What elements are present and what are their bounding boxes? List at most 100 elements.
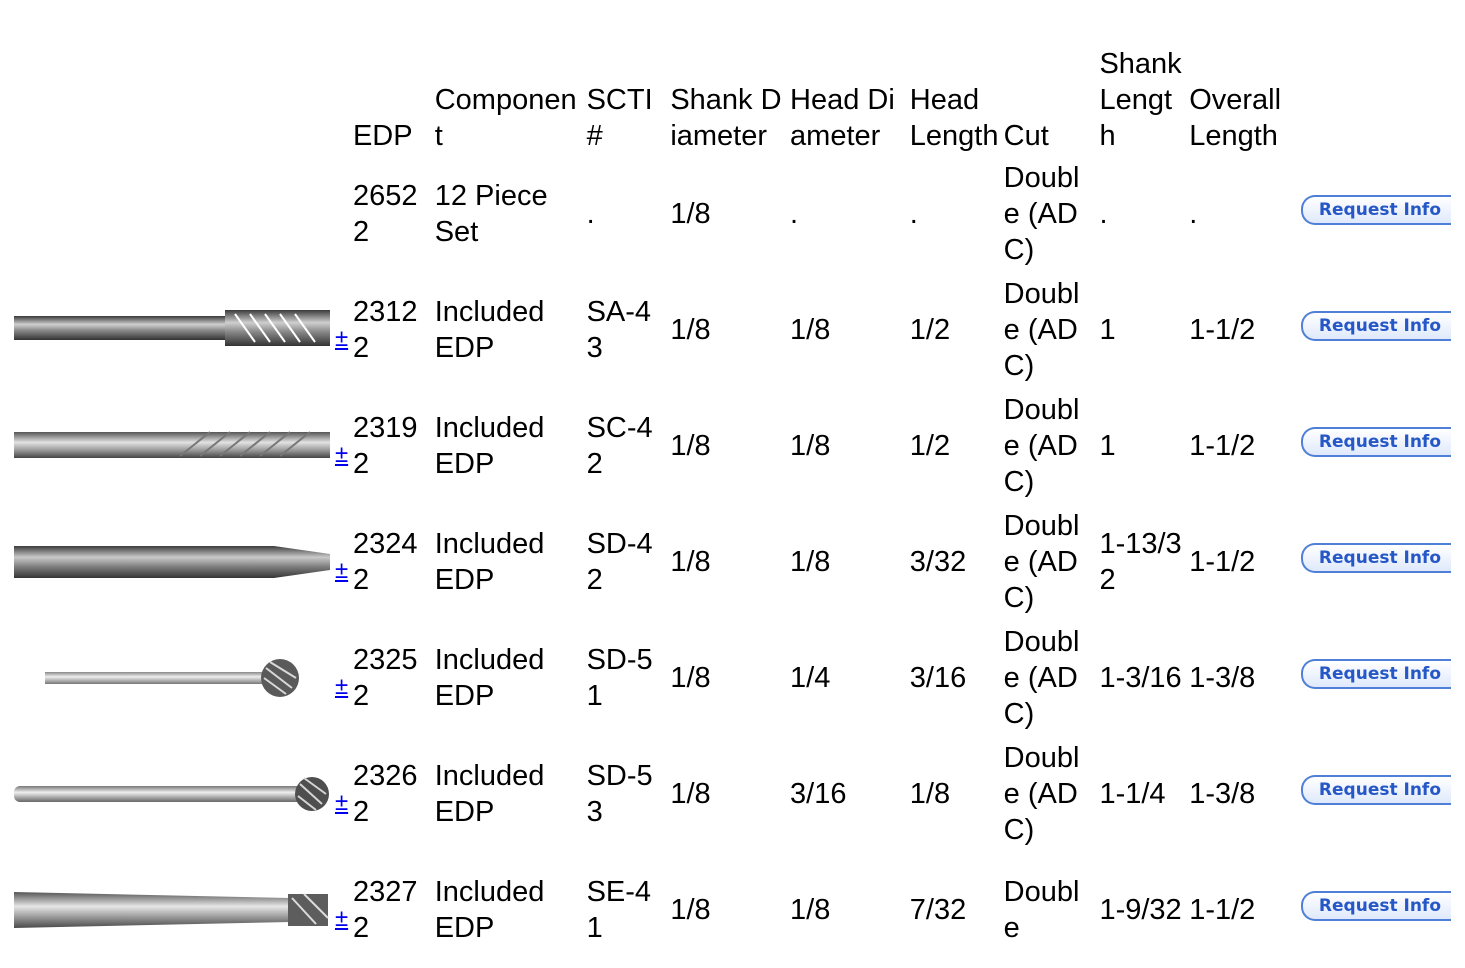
expand-toggle[interactable]: ± — [334, 441, 349, 468]
expand-toggle[interactable]: ± — [334, 325, 349, 352]
head-diameter-cell: 1/8 — [790, 546, 831, 578]
component-cell: Included EDP — [434, 876, 545, 944]
header-head-length: Head Length — [909, 84, 999, 152]
shank-length-cell: 1-13/32 — [1099, 528, 1182, 596]
expand-toggle[interactable]: ± — [334, 557, 349, 584]
edp-cell: 23242 — [352, 528, 418, 596]
table-row: ± 23272 Included EDP SE-41 1/8 1/8 7/32 … — [0, 852, 1465, 968]
component-cell: Included EDP — [434, 296, 545, 364]
table-row: ± 23192 Included EDP SC-42 1/8 1/8 1/2 D… — [0, 388, 1465, 504]
row-image-cell — [0, 388, 335, 504]
shank-length-cell: 1-9/32 — [1099, 894, 1182, 926]
overall-length-cell: 1-3/8 — [1189, 778, 1256, 810]
cut-cell: Double (ADC) — [1003, 626, 1080, 730]
cut-cell: Double (ADC) — [1003, 394, 1080, 498]
row-image-cell — [0, 156, 335, 272]
scti-cell: SD-51 — [586, 644, 653, 712]
edp-cell: 23122 — [352, 296, 418, 364]
head-diameter-cell: 3/16 — [790, 778, 847, 810]
scti-cell: SC-42 — [586, 412, 653, 480]
head-diameter-cell: 1/8 — [790, 894, 831, 926]
head-length-cell: 1/2 — [909, 430, 951, 462]
header-edp: EDP — [352, 120, 413, 152]
burr-sd51-image — [45, 659, 299, 697]
scti-cell: SA-43 — [586, 296, 652, 364]
shank-diameter-cell: 1/8 — [670, 430, 711, 462]
shank-length-cell: 1-1/4 — [1099, 778, 1166, 810]
row-image-cell — [0, 736, 335, 852]
shank-length-cell: . — [1099, 198, 1108, 230]
shank-diameter-cell: 1/8 — [670, 662, 711, 694]
head-diameter-cell: 1/8 — [790, 314, 831, 346]
overall-length-cell: . — [1189, 198, 1198, 230]
request-info-button[interactable]: Request Info — [1300, 890, 1451, 921]
component-cell: 12 Piece Set — [434, 180, 548, 248]
header-scti: SCTI # — [586, 84, 653, 152]
request-info-button[interactable]: Request Info — [1300, 658, 1451, 689]
cut-cell: Double (ADC) — [1003, 510, 1080, 614]
shank-diameter-cell: 1/8 — [670, 314, 711, 346]
component-cell: Included EDP — [434, 644, 545, 712]
burr-sd42-image — [14, 546, 330, 578]
cut-cell: Double — [1003, 876, 1080, 944]
header-head-diameter: Head Diameter — [790, 84, 895, 152]
table-row: ± 23122 Included EDP SA-43 1/8 1/8 1/2 D… — [0, 272, 1465, 388]
table-row: ± 23252 Included EDP SD-51 1/8 1/4 3/16 … — [0, 620, 1465, 736]
burr-se41-image — [14, 892, 329, 928]
header-expand — [335, 0, 353, 156]
cut-cell: Double (ADC) — [1003, 742, 1080, 846]
row-image-cell — [0, 272, 335, 388]
component-cell: Included EDP — [434, 528, 545, 596]
expand-toggle[interactable]: ± — [334, 905, 349, 932]
request-info-button[interactable]: Request Info — [1300, 542, 1451, 573]
head-diameter-cell: . — [790, 198, 799, 230]
table-row: 26522 12 Piece Set . 1/8 . . Double (ADC… — [0, 156, 1465, 272]
head-diameter-cell: 1/4 — [790, 662, 831, 694]
request-info-button[interactable]: Request Info — [1300, 310, 1451, 341]
scti-cell: SD-42 — [586, 528, 653, 596]
row-image-cell — [0, 620, 335, 736]
head-length-cell: 1/2 — [909, 314, 951, 346]
shank-diameter-cell: 1/8 — [670, 894, 711, 926]
header-shank-diameter: Shank Diameter — [670, 84, 782, 152]
burr-sc42-image — [14, 431, 330, 458]
head-length-cell: 3/16 — [909, 662, 967, 694]
header-component: Component — [434, 84, 577, 152]
edp-cell: 23272 — [352, 876, 418, 944]
overall-length-cell: 1-1/2 — [1189, 546, 1256, 578]
request-info-button[interactable]: Request Info — [1300, 774, 1451, 805]
cut-cell: Double (ADC) — [1003, 278, 1080, 382]
row-image-cell — [0, 504, 335, 620]
header-overall-length: Overall Length — [1189, 84, 1282, 152]
shank-length-cell: 1 — [1099, 430, 1116, 462]
table-row: ± 23242 Included EDP SD-42 1/8 1/8 3/32 … — [0, 504, 1465, 620]
shank-length-cell: 1 — [1099, 314, 1116, 346]
header-cut: Cut — [1003, 120, 1049, 152]
expand-toggle[interactable]: ± — [334, 789, 349, 816]
overall-length-cell: 1-3/8 — [1189, 662, 1256, 694]
scti-cell: SE-41 — [586, 876, 652, 944]
burr-sa43-image — [14, 310, 330, 346]
overall-length-cell: 1-1/2 — [1189, 894, 1256, 926]
head-length-cell: . — [909, 198, 918, 230]
edp-cell: 23262 — [352, 760, 418, 828]
head-length-cell: 7/32 — [909, 894, 967, 926]
component-cell: Included EDP — [434, 412, 545, 480]
header-action — [1289, 0, 1465, 156]
shank-diameter-cell: 1/8 — [670, 546, 711, 578]
scti-cell: SD-53 — [586, 760, 653, 828]
request-info-button[interactable]: Request Info — [1300, 194, 1451, 225]
burr-sd53-image — [14, 777, 329, 811]
head-length-cell: 3/32 — [909, 546, 967, 578]
cut-cell: Double (ADC) — [1003, 162, 1080, 266]
request-info-button[interactable]: Request Info — [1300, 426, 1451, 457]
edp-cell: 26522 — [352, 180, 418, 248]
overall-length-cell: 1-1/2 — [1189, 314, 1256, 346]
row-image-cell — [0, 852, 335, 968]
shank-diameter-cell: 1/8 — [670, 198, 711, 230]
component-cell: Included EDP — [434, 760, 545, 828]
table-row: ± 23262 Included EDP SD-53 1/8 3/16 1/8 … — [0, 736, 1465, 852]
head-length-cell: 1/8 — [909, 778, 951, 810]
expand-toggle[interactable]: ± — [334, 673, 349, 700]
